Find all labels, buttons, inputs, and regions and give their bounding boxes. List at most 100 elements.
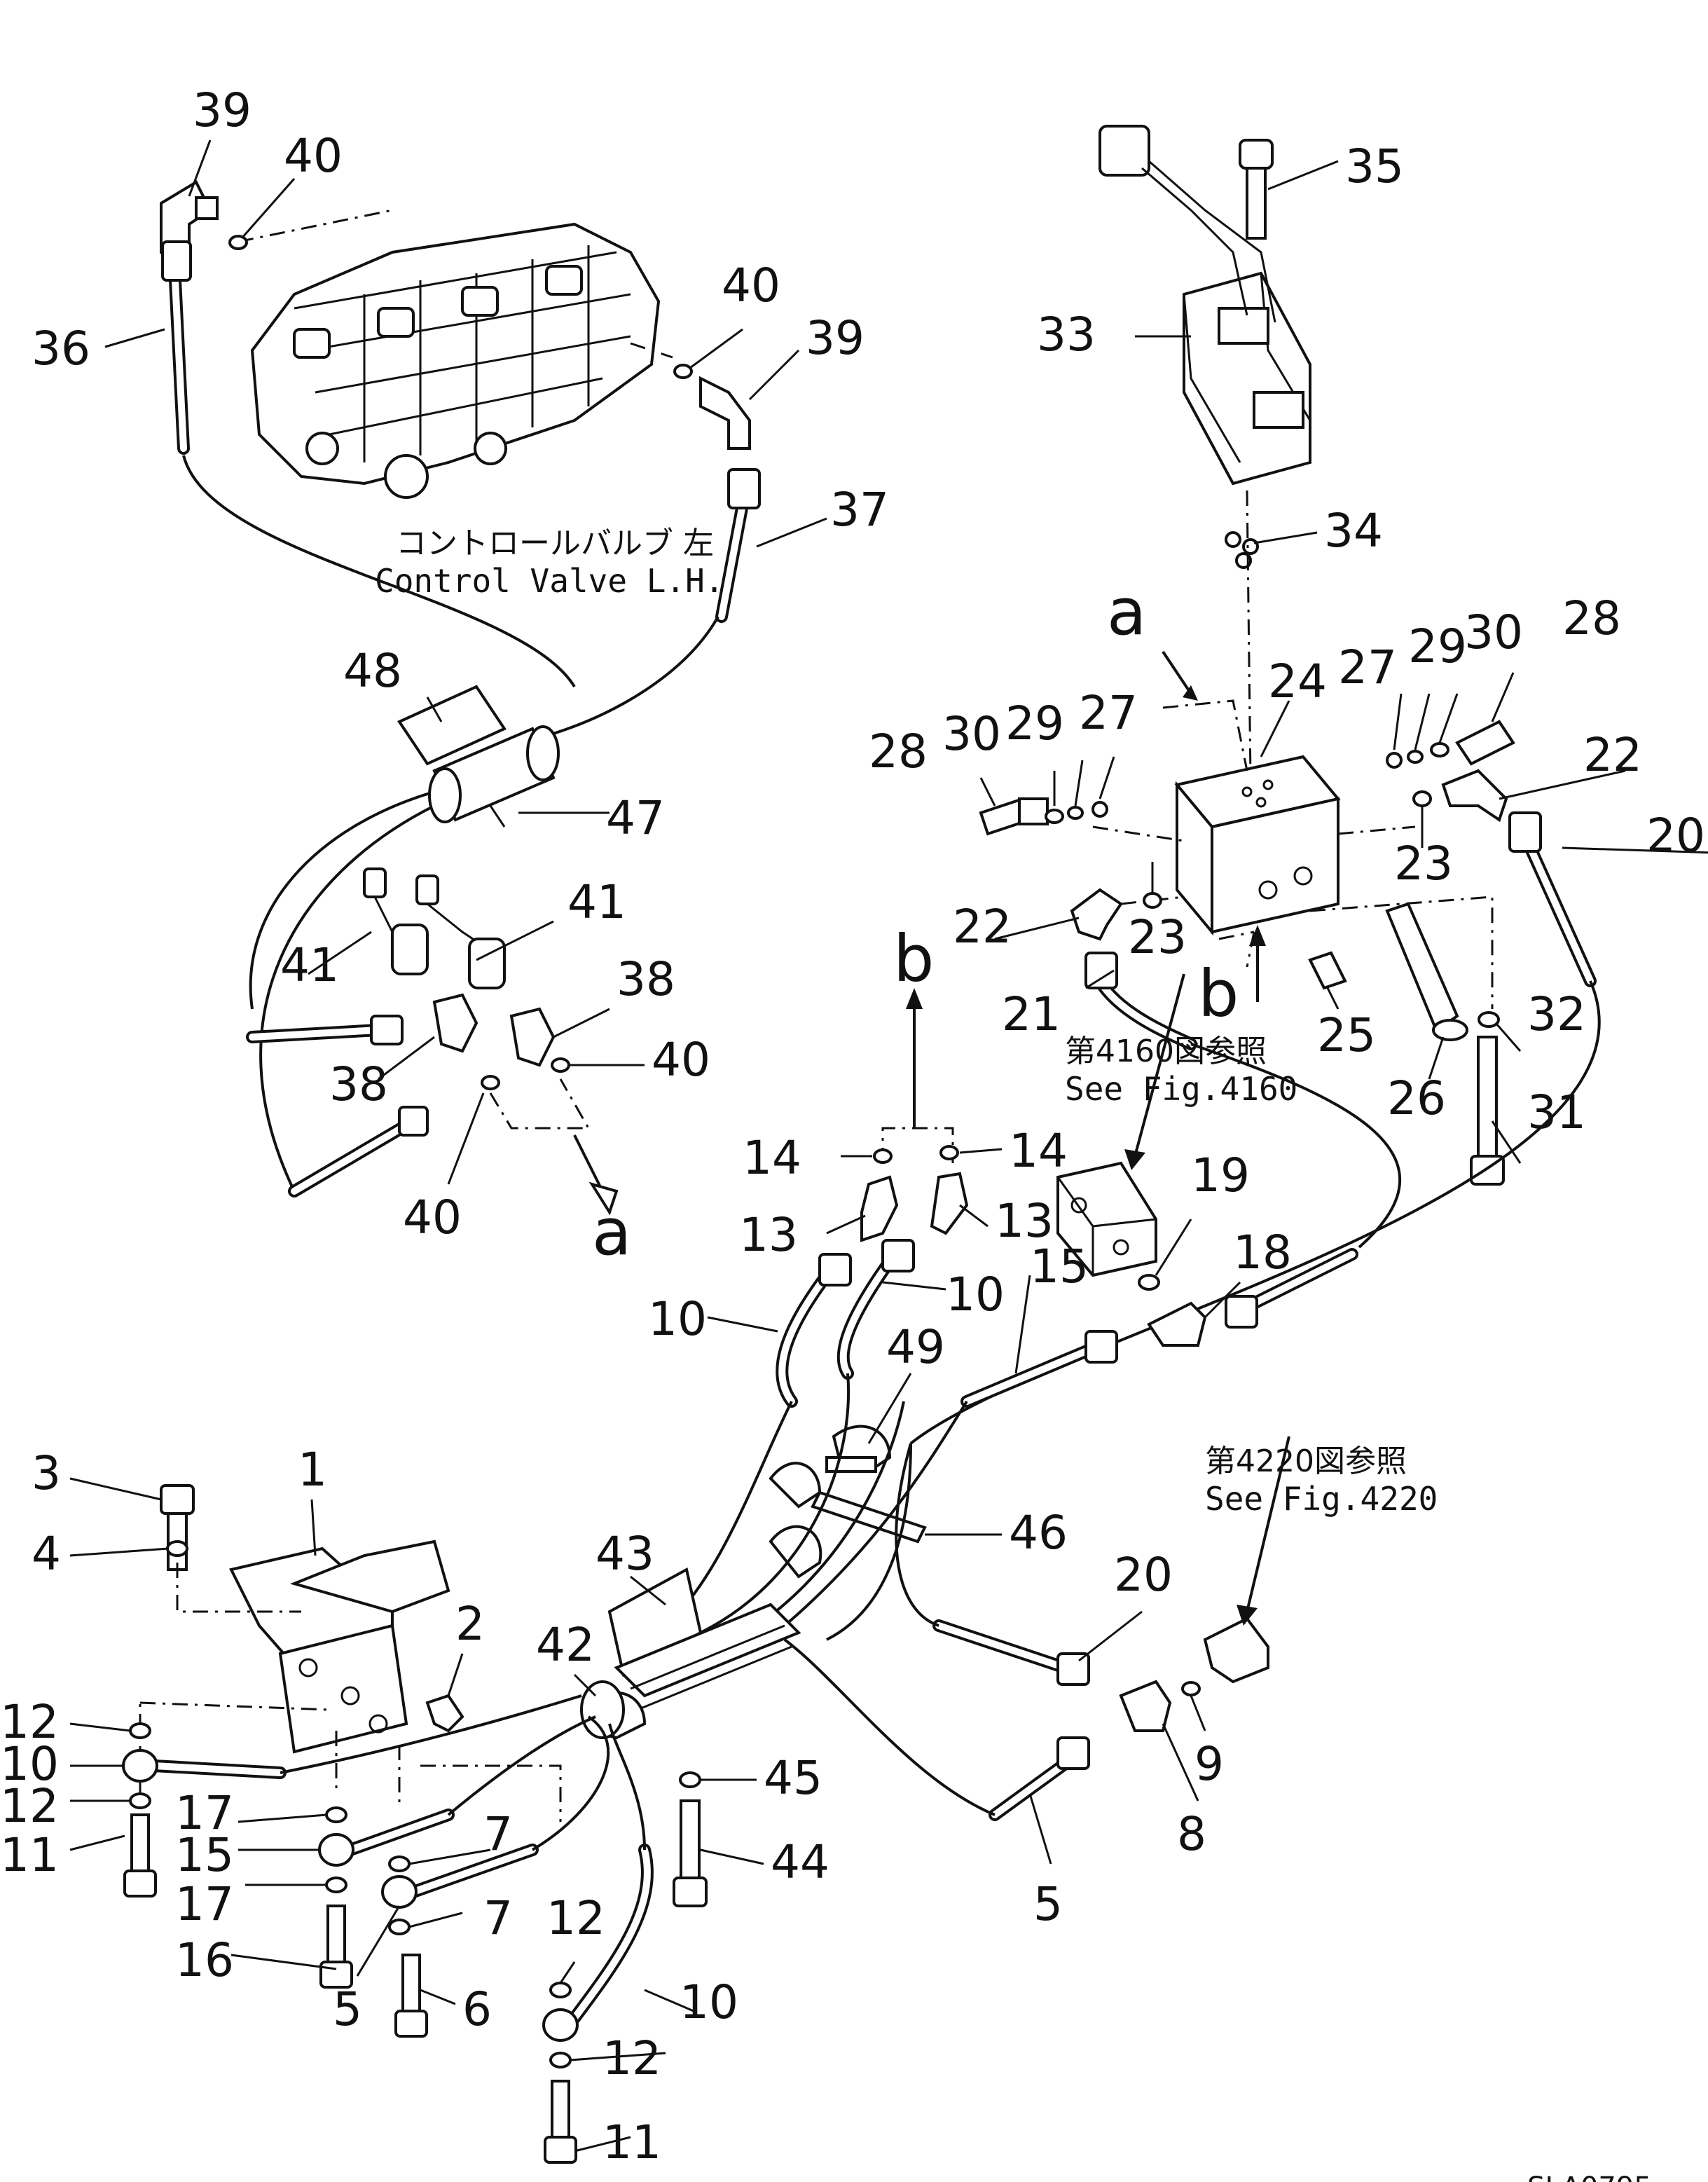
connector-plug (1099, 125, 1276, 323)
clamp-42 (580, 1680, 647, 1740)
label-27-left: 27 (1079, 686, 1138, 740)
caption-ref-4160-jp: 第4160図参照 (1065, 1034, 1267, 1069)
label-20-bottom: 20 (1114, 1548, 1173, 1602)
label-17-a: 17 (175, 1786, 234, 1840)
label-15-mid: 15 (1030, 1240, 1089, 1294)
label-13-left: 13 (739, 1208, 798, 1262)
o-ring-29-left (1067, 806, 1084, 820)
valve-26 (1385, 902, 1468, 1041)
o-ring-23-left (1143, 892, 1162, 909)
leader-lines (69, 139, 1708, 2153)
o-ring-40-top (228, 235, 248, 250)
label-17-b: 17 (175, 1877, 234, 1931)
label-25: 25 (1317, 1008, 1376, 1062)
label-30-right: 30 (1464, 605, 1523, 659)
elbow-13-left (860, 1175, 899, 1242)
caption-ref-4220-en: See Fig.4220 (1205, 1480, 1438, 1518)
label-3: 3 (32, 1446, 61, 1500)
label-29-left: 29 (1005, 697, 1064, 750)
o-ring-40-right-lower (551, 1057, 570, 1073)
label-43: 43 (595, 1527, 654, 1581)
label-10-mid-right: 10 (946, 1268, 1005, 1322)
bolt-6 (394, 1954, 428, 2038)
o-ring-30-left (1045, 809, 1064, 824)
washer-7-a (388, 1855, 411, 1872)
letter-a-top: a (1107, 575, 1146, 650)
label-28-right: 28 (1562, 591, 1621, 645)
label-23-left: 23 (1128, 910, 1187, 964)
label-40-right: 40 (722, 259, 780, 313)
valve-block-19 (1056, 1161, 1157, 1277)
label-42: 42 (536, 1618, 595, 1672)
o-ring-19 (1138, 1274, 1160, 1291)
ball-27-right (1386, 752, 1403, 769)
o-ring-30-right (1430, 742, 1449, 757)
clamp-49 (825, 1425, 892, 1474)
label-37: 37 (830, 483, 889, 537)
label-5-right: 5 (1033, 1877, 1063, 1931)
caption-ref-4160-en: See Fig.4160 (1065, 1070, 1297, 1108)
letter-b-right: b (1198, 956, 1239, 1031)
label-12-a: 12 (0, 1695, 59, 1749)
label-31: 31 (1527, 1085, 1586, 1139)
label-8: 8 (1177, 1807, 1206, 1861)
label-14-left: 14 (743, 1131, 801, 1185)
label-19: 19 (1191, 1148, 1250, 1202)
label-6: 6 (462, 1982, 492, 2036)
bolt-16 (319, 1905, 353, 1989)
label-41-right: 41 (567, 875, 626, 929)
tee-18 (1147, 1301, 1207, 1347)
bolt-11-right (544, 2080, 577, 2164)
banjo-10-left (122, 1749, 158, 1783)
fitting-4220 (1203, 1617, 1269, 1684)
label-21: 21 (1002, 987, 1061, 1041)
tee-8 (1119, 1680, 1172, 1732)
adapter-38-right (509, 1007, 556, 1067)
label-9: 9 (1194, 1737, 1224, 1791)
label-22-left: 22 (953, 900, 1012, 954)
letter-b-mid: b (893, 921, 934, 996)
label-38-left: 38 (329, 1057, 388, 1111)
label-16: 16 (175, 1933, 234, 1987)
banjo-15 (318, 1833, 354, 1867)
adapter-38-left (432, 993, 478, 1053)
o-ring-29-right (1407, 750, 1424, 764)
label-47: 47 (606, 791, 665, 845)
plug-28-left (979, 797, 1049, 836)
label-45: 45 (764, 1751, 822, 1805)
label-40-lower: 40 (403, 1191, 462, 1244)
label-18: 18 (1233, 1226, 1292, 1279)
label-33: 33 (1037, 308, 1096, 362)
o-ring-14-left (873, 1148, 893, 1164)
label-4: 4 (32, 1527, 61, 1581)
label-34: 34 (1324, 504, 1383, 558)
washer-45 (679, 1771, 701, 1788)
label-28-left: 28 (869, 725, 928, 778)
elbow-22-right (1441, 769, 1508, 823)
label-5-lower: 5 (333, 1982, 362, 2036)
label-36: 36 (32, 322, 90, 376)
label-30-left: 30 (942, 707, 1001, 761)
label-24: 24 (1268, 654, 1327, 708)
label-12-c: 12 (546, 1891, 605, 1945)
footer-code: SLA0795 (1527, 2171, 1652, 2182)
part-labels: 39 40 36 40 39 37 48 47 41 41 38 38 40 4… (0, 83, 1705, 2169)
washer-17-b (325, 1876, 347, 1893)
label-10-left: 10 (0, 1737, 59, 1791)
label-10-right: 10 (680, 1975, 738, 2029)
banjo-10-right (542, 2008, 579, 2042)
label-22-right: 22 (1583, 728, 1642, 782)
label-29-right: 29 (1408, 619, 1467, 673)
caption-ref-4220-jp: 第4220図参照 (1205, 1443, 1407, 1479)
banjo-5 (381, 1875, 418, 1909)
label-7-b: 7 (483, 1891, 513, 1945)
label-39-right: 39 (806, 311, 865, 365)
o-ring-9 (1181, 1681, 1201, 1696)
caption-control-valve-en: Control Valve L.H. (375, 562, 724, 600)
label-23-right: 23 (1394, 837, 1453, 891)
label-13-right: 13 (995, 1194, 1054, 1248)
washer-12-b (129, 1792, 151, 1809)
elbow-22-left (1070, 888, 1123, 941)
fitting-2 (425, 1694, 464, 1733)
label-44: 44 (771, 1835, 829, 1889)
